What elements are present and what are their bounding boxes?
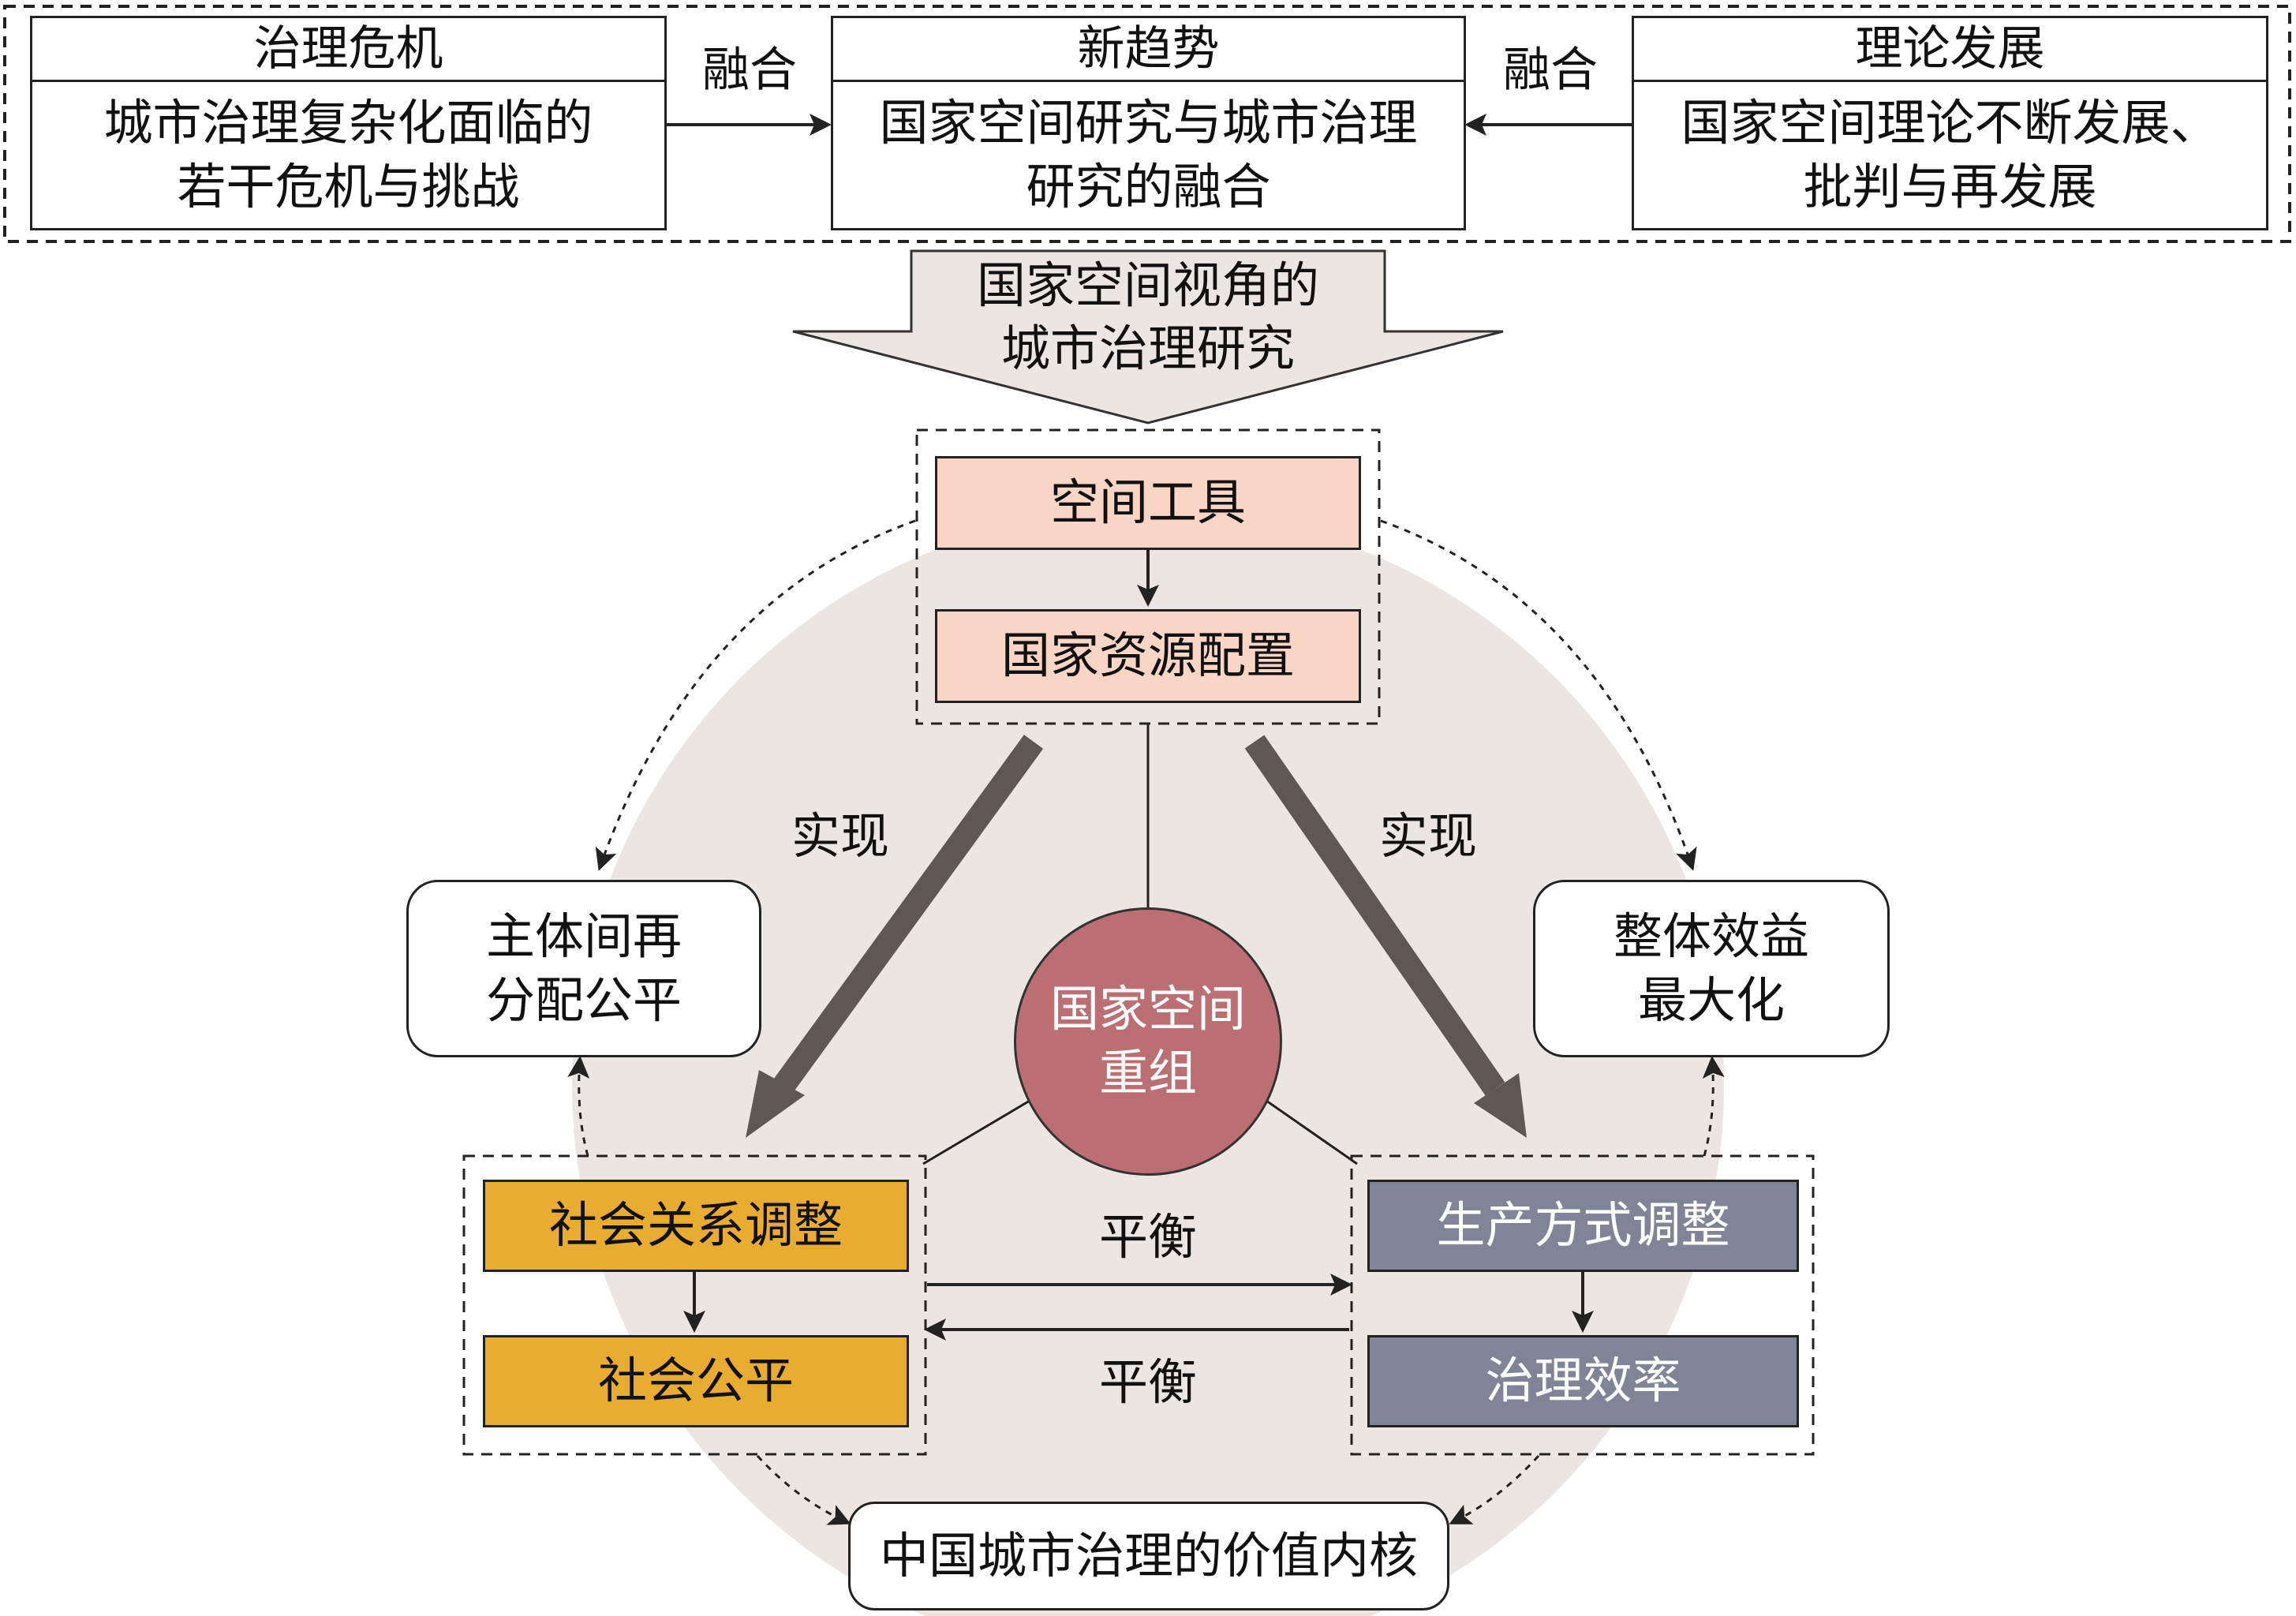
theory-title: 理论发展	[1634, 18, 2266, 82]
dashed-arc-top-right	[1380, 519, 1697, 871]
circle-line2: 重组	[1098, 1044, 1197, 1102]
dashed-arc-bottom-left-down	[756, 1454, 851, 1525]
benefit-line2: 最大化	[1637, 971, 1785, 1029]
social-relations-box: 社会关系调整	[483, 1180, 909, 1272]
realize-label-left: 实现	[791, 807, 889, 865]
crisis-box: 治理危机 城市治理复杂化面临的 若干危机与挑战	[30, 16, 667, 230]
governance-efficiency-box: 治理效率	[1367, 1335, 1799, 1427]
resource-allocation-box: 国家资源配置	[935, 609, 1361, 703]
balance-label-top: 平衡	[1098, 1208, 1197, 1266]
dashed-arc-top-left	[595, 519, 916, 871]
redistribution-equity-box: 主体间再 分配公平	[406, 880, 761, 1057]
crisis-body-line1: 城市治理复杂化面临的	[103, 93, 593, 152]
redistribution-line2: 分配公平	[485, 971, 682, 1029]
overall-benefit-box: 整体效益 最大化	[1533, 880, 1890, 1057]
realize-arrow-left	[771, 735, 1044, 1096]
theory-body-line2: 批判与再发展	[1803, 157, 2097, 215]
benefit-line1: 整体效益	[1613, 907, 1809, 965]
big-arrow-line1: 国家空间视角的	[976, 256, 1319, 314]
social-equity-box: 社会公平	[483, 1335, 909, 1427]
production-mode-box: 生产方式调整	[1367, 1180, 1799, 1272]
top-dashed-frame	[3, 5, 2291, 243]
merge-label-left: 融合	[702, 43, 797, 98]
state-space-restructuring-circle: 国家空间 重组	[1014, 907, 1282, 1176]
theory-box: 理论发展 国家空间理论不断发展、 批判与再发展	[1632, 16, 2268, 230]
realize-label-right: 实现	[1378, 807, 1477, 865]
trend-box: 新趋势 国家空间研究与城市治理 研究的融合	[831, 16, 1466, 230]
bottom-left-frame	[462, 1154, 927, 1456]
redistribution-line1: 主体间再	[485, 907, 682, 965]
big-arrow-line2: 城市治理研究	[1000, 320, 1295, 377]
circle-line1: 国家空间	[1049, 980, 1246, 1038]
spatial-tool-box: 空间工具	[935, 456, 1361, 550]
balance-label-bottom: 平衡	[1098, 1353, 1197, 1411]
bottom-right-frame	[1350, 1154, 1815, 1456]
crisis-body-line2: 若干危机与挑战	[177, 157, 520, 215]
dashed-arc-bottom-right-down	[1449, 1454, 1540, 1524]
value-core-box: 中国城市治理的价值内核	[848, 1502, 1449, 1610]
trend-body-line2: 研究的融合	[1026, 157, 1271, 215]
crisis-title: 治理危机	[32, 18, 664, 82]
trend-title: 新趋势	[833, 18, 1464, 82]
merge-label-right: 融合	[1503, 43, 1598, 98]
realize-arrow-right	[1244, 735, 1505, 1096]
big-down-arrow	[792, 249, 1504, 425]
trend-body-line1: 国家空间研究与城市治理	[879, 93, 1418, 152]
theory-body-line1: 国家空间理论不断发展、	[1681, 93, 2219, 152]
